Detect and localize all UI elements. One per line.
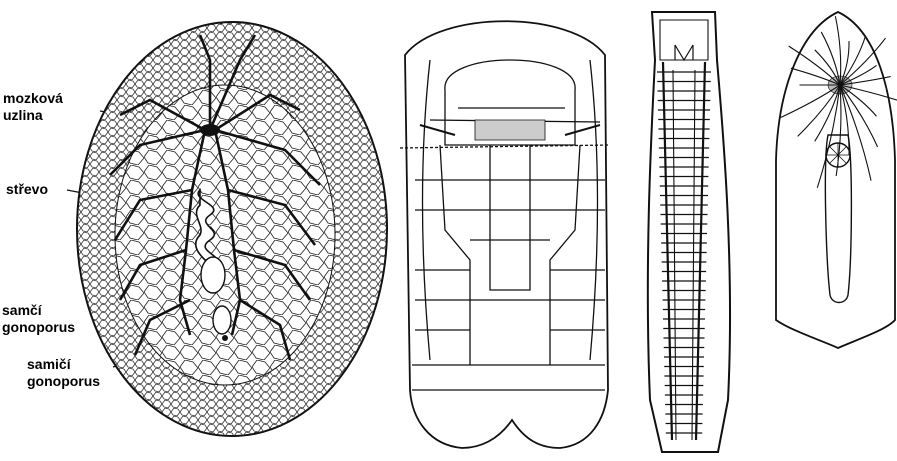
nerve-branch: [840, 85, 878, 147]
figure-polyclad: [70, 15, 400, 445]
female-gonopore: [222, 335, 228, 341]
male-gonopore: [213, 306, 231, 334]
figure-segmented: [648, 12, 730, 452]
figure-leaf-worm: [776, 12, 897, 348]
brain-ganglion: [200, 124, 220, 136]
figure-larva: [400, 21, 610, 448]
nerve-branch: [840, 85, 871, 181]
